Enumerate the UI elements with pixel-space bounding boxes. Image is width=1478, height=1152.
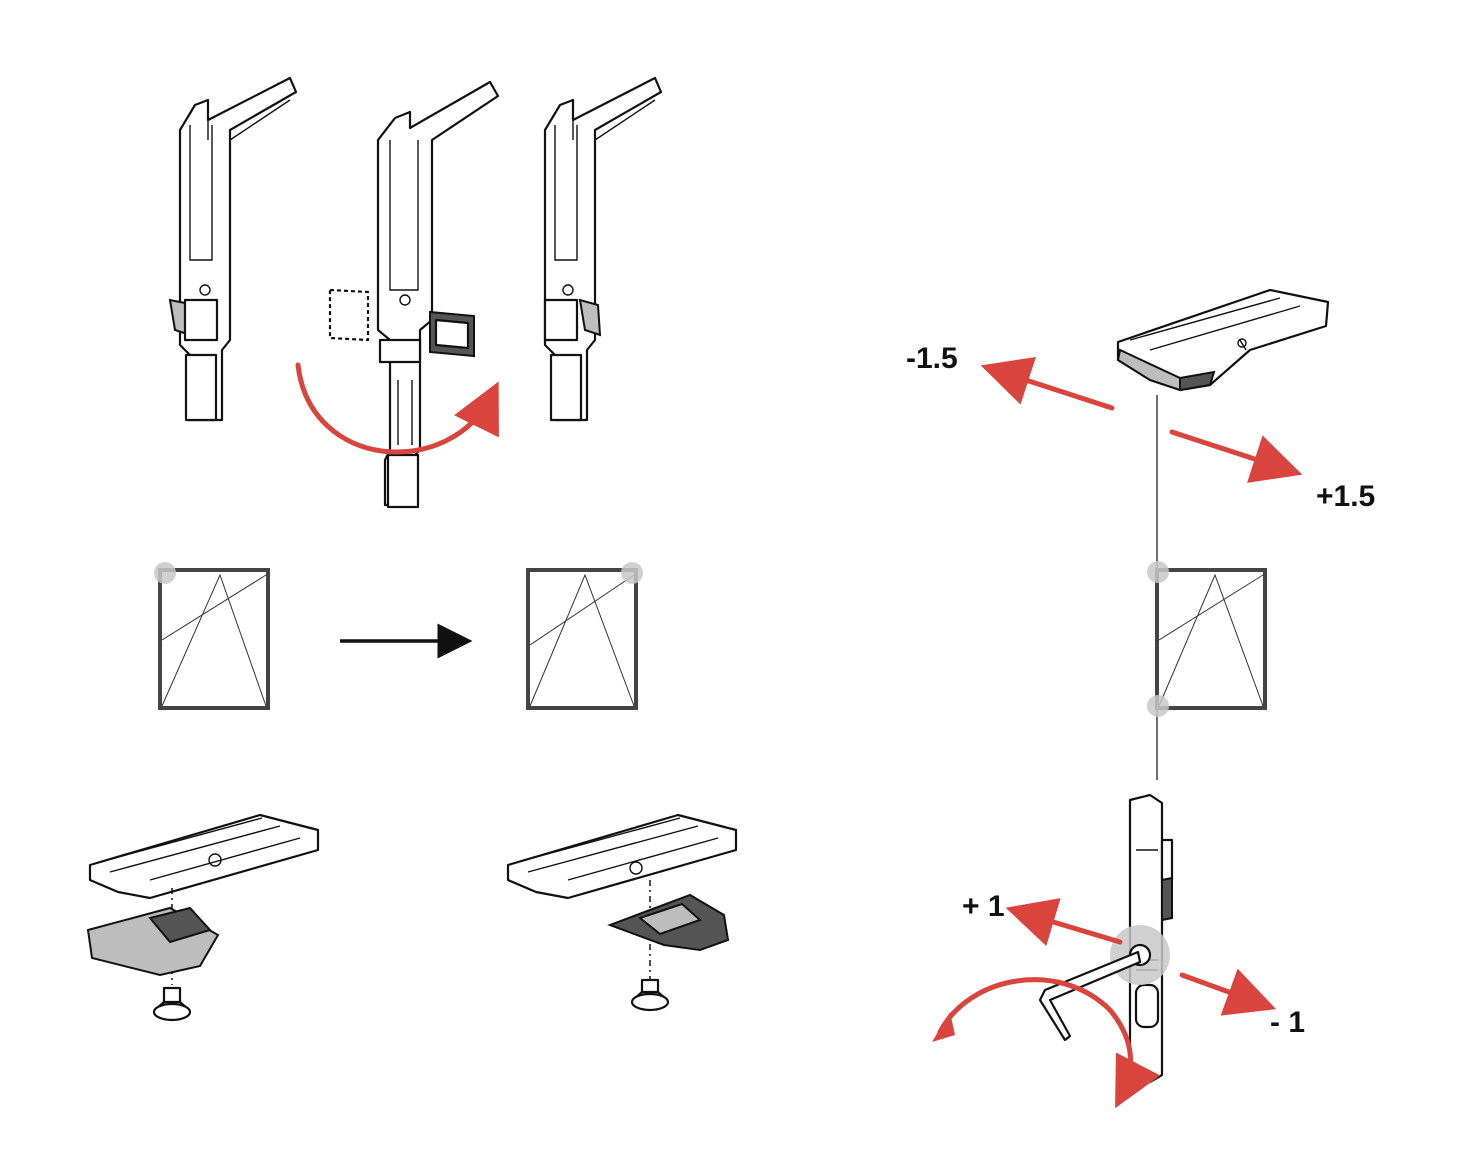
corner-bracket-left xyxy=(168,76,298,422)
adjustment-label-plus-1-5: +1.5 xyxy=(1316,480,1376,513)
rotation-arrow-icon xyxy=(295,362,499,455)
adjustment-label-minus-1: - 1 xyxy=(1270,1006,1306,1039)
hinge-bracket-lateral xyxy=(1116,288,1330,392)
corner-bracket-middle xyxy=(328,80,500,509)
corner-bracket-right xyxy=(543,76,663,422)
screw-icon xyxy=(152,986,192,1022)
lateral-minus-arrow xyxy=(980,357,1115,411)
hinge-plate-middle xyxy=(506,813,738,1012)
window-frame-icon-middle xyxy=(526,562,643,710)
vertical-hinge-part xyxy=(1110,793,1174,1084)
lateral-plus-arrow xyxy=(1169,429,1303,483)
hinge-plate-left xyxy=(86,813,320,1022)
window-frame-icon-right xyxy=(1147,561,1267,717)
height-minus-arrow xyxy=(1179,968,1277,1016)
height-plus-arrow xyxy=(1005,898,1123,947)
rotation-arrow-icon xyxy=(932,977,1161,1109)
screw-icon xyxy=(630,978,670,1012)
adjustment-label-minus-1-5: -1.5 xyxy=(906,342,958,375)
adjustment-label-plus-1: + 1 xyxy=(962,890,1005,923)
window-frame-icon-left xyxy=(154,562,270,710)
allen-key-icon xyxy=(1038,950,1142,1042)
